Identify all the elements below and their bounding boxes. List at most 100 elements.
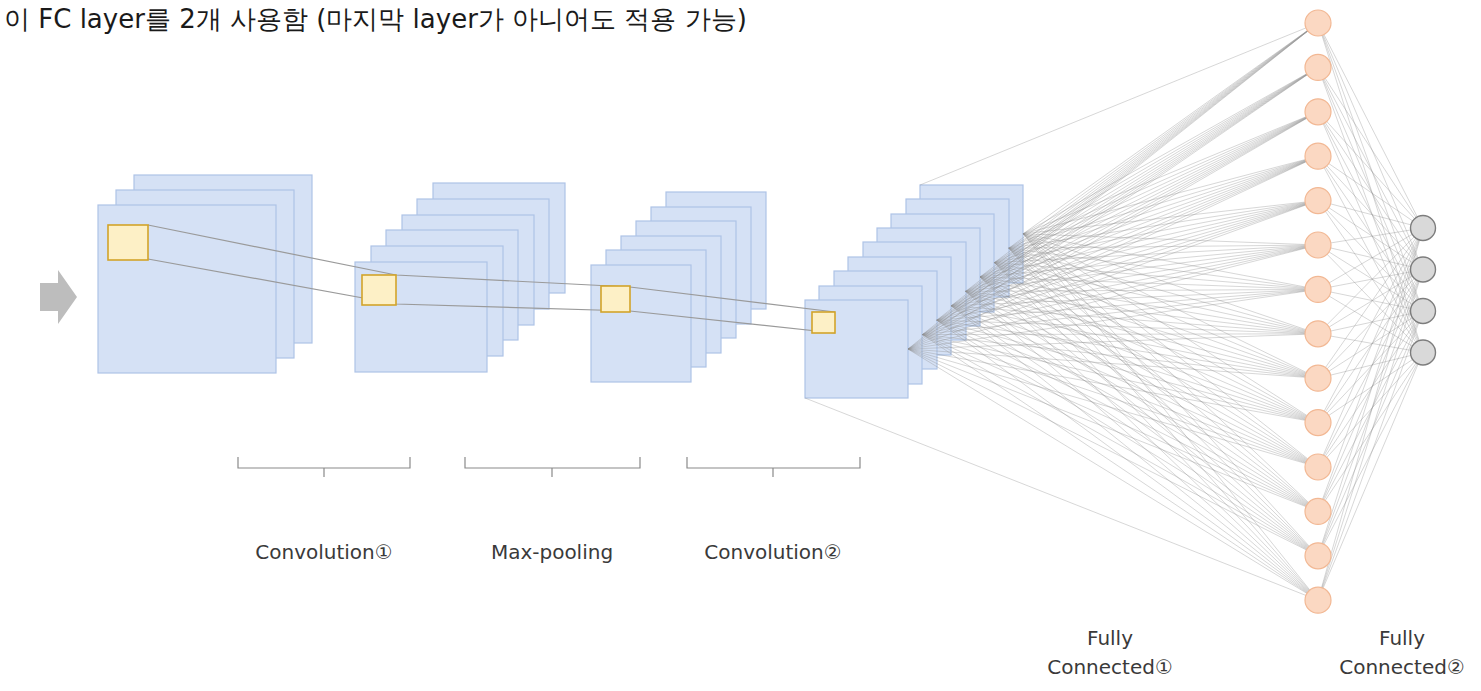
fc1-neuron bbox=[1305, 365, 1331, 391]
fc-connection bbox=[1318, 156, 1423, 311]
fc2-neuron bbox=[1411, 257, 1436, 282]
fc1-neuron bbox=[1305, 498, 1331, 524]
fc-connection bbox=[1318, 228, 1423, 511]
fc-connection bbox=[1318, 67, 1423, 269]
fc-connection bbox=[1318, 353, 1423, 556]
kernel-box bbox=[601, 286, 630, 312]
fc-connection bbox=[951, 306, 1318, 556]
fc-connection bbox=[1318, 201, 1423, 270]
feature-map-stack bbox=[591, 192, 766, 382]
fc-connection bbox=[994, 23, 1318, 263]
fc-connection bbox=[1009, 248, 1318, 600]
fc-connection bbox=[1318, 228, 1423, 556]
input-arrow bbox=[40, 270, 77, 324]
fc-connection bbox=[1318, 112, 1423, 353]
fc-connection bbox=[937, 320, 1318, 556]
fc-connection bbox=[980, 112, 1318, 277]
fc-connection bbox=[1318, 270, 1423, 423]
fc-connection bbox=[1318, 228, 1423, 289]
fc-connection bbox=[922, 335, 1318, 512]
fc-connection bbox=[922, 201, 1318, 335]
fc-connection bbox=[1318, 353, 1423, 379]
fc-connection bbox=[1318, 228, 1423, 245]
fc-connection bbox=[1318, 311, 1423, 556]
fc-connection bbox=[1318, 228, 1423, 423]
fc-connection bbox=[966, 291, 1318, 511]
feature-map bbox=[805, 300, 908, 398]
fc-connection bbox=[1318, 23, 1423, 228]
fc-connection bbox=[1023, 234, 1318, 556]
kernel-box bbox=[362, 275, 396, 305]
fc-connection bbox=[908, 23, 1318, 349]
fc-connection bbox=[980, 277, 1318, 423]
fc-connection bbox=[1023, 234, 1318, 600]
fc-connection bbox=[805, 398, 1318, 600]
fc-connection bbox=[908, 245, 1318, 349]
fc-connection bbox=[1318, 311, 1423, 334]
fc-connection bbox=[1009, 112, 1318, 248]
fc-connections bbox=[805, 23, 1423, 600]
fc-connection bbox=[951, 112, 1318, 306]
fc-connection bbox=[1023, 201, 1318, 234]
layer-label: Fully Connected② bbox=[1327, 624, 1477, 682]
fc1-neuron bbox=[1305, 99, 1331, 125]
fc-connection bbox=[908, 349, 1318, 511]
fc1-neuron bbox=[1305, 454, 1331, 480]
fc-connection bbox=[1318, 270, 1423, 379]
fc1-neuron bbox=[1305, 410, 1331, 436]
fc-connection bbox=[1318, 311, 1423, 600]
fc-connection bbox=[922, 335, 1318, 379]
fc-connection bbox=[1318, 311, 1423, 423]
fc-connection bbox=[937, 289, 1318, 320]
fc-connection bbox=[994, 112, 1318, 263]
kernel-box bbox=[812, 312, 835, 333]
fc-connection bbox=[994, 263, 1318, 556]
fc-connection bbox=[951, 23, 1318, 306]
fc1-neuron bbox=[1305, 587, 1331, 613]
fc-connection bbox=[937, 320, 1318, 422]
fc-connection bbox=[908, 201, 1318, 349]
receptive-field-lines bbox=[148, 225, 835, 333]
fc-connection bbox=[1023, 234, 1318, 245]
fc-connection bbox=[922, 23, 1318, 335]
layer-label: Fully Connected① bbox=[1035, 624, 1185, 682]
fc-connection bbox=[1318, 353, 1423, 512]
fc1-neuron bbox=[1305, 10, 1331, 36]
fc2-neuron bbox=[1411, 216, 1436, 241]
fc-connection bbox=[1023, 234, 1318, 512]
fc-connection bbox=[922, 333, 1318, 335]
fc2-neuron bbox=[1411, 340, 1436, 365]
fc1-neuron bbox=[1305, 143, 1331, 169]
fc-connection bbox=[1318, 353, 1423, 601]
feature-map-stack bbox=[98, 175, 312, 373]
fc-connection bbox=[1318, 112, 1423, 270]
fc1-neuron bbox=[1305, 232, 1331, 258]
fc-connection bbox=[922, 67, 1318, 334]
fc-connection bbox=[1009, 248, 1318, 422]
fc-connection bbox=[966, 291, 1318, 467]
fc-connection bbox=[937, 23, 1318, 320]
bracket bbox=[687, 457, 860, 477]
fc-connection bbox=[994, 263, 1318, 467]
fc-connection bbox=[1009, 67, 1318, 248]
fc-connection bbox=[922, 245, 1318, 335]
layer-label: Convolution① bbox=[255, 538, 392, 567]
fc-connection bbox=[908, 349, 1318, 556]
fc-connection bbox=[1023, 23, 1318, 234]
fc-connection bbox=[1318, 334, 1423, 353]
fc-connection bbox=[937, 67, 1318, 320]
fc-connection bbox=[966, 291, 1318, 422]
brackets bbox=[238, 457, 860, 477]
fc-connection bbox=[966, 291, 1318, 600]
fc-connection bbox=[994, 263, 1318, 290]
feature-map bbox=[98, 205, 276, 373]
fc-connection bbox=[1318, 270, 1423, 601]
fc-connection bbox=[1009, 245, 1318, 248]
fc-connection bbox=[980, 277, 1318, 556]
fc-connection bbox=[966, 291, 1318, 555]
fc-connection bbox=[1318, 67, 1423, 352]
fc-connection bbox=[1318, 228, 1423, 378]
fc-connection bbox=[1009, 248, 1318, 511]
